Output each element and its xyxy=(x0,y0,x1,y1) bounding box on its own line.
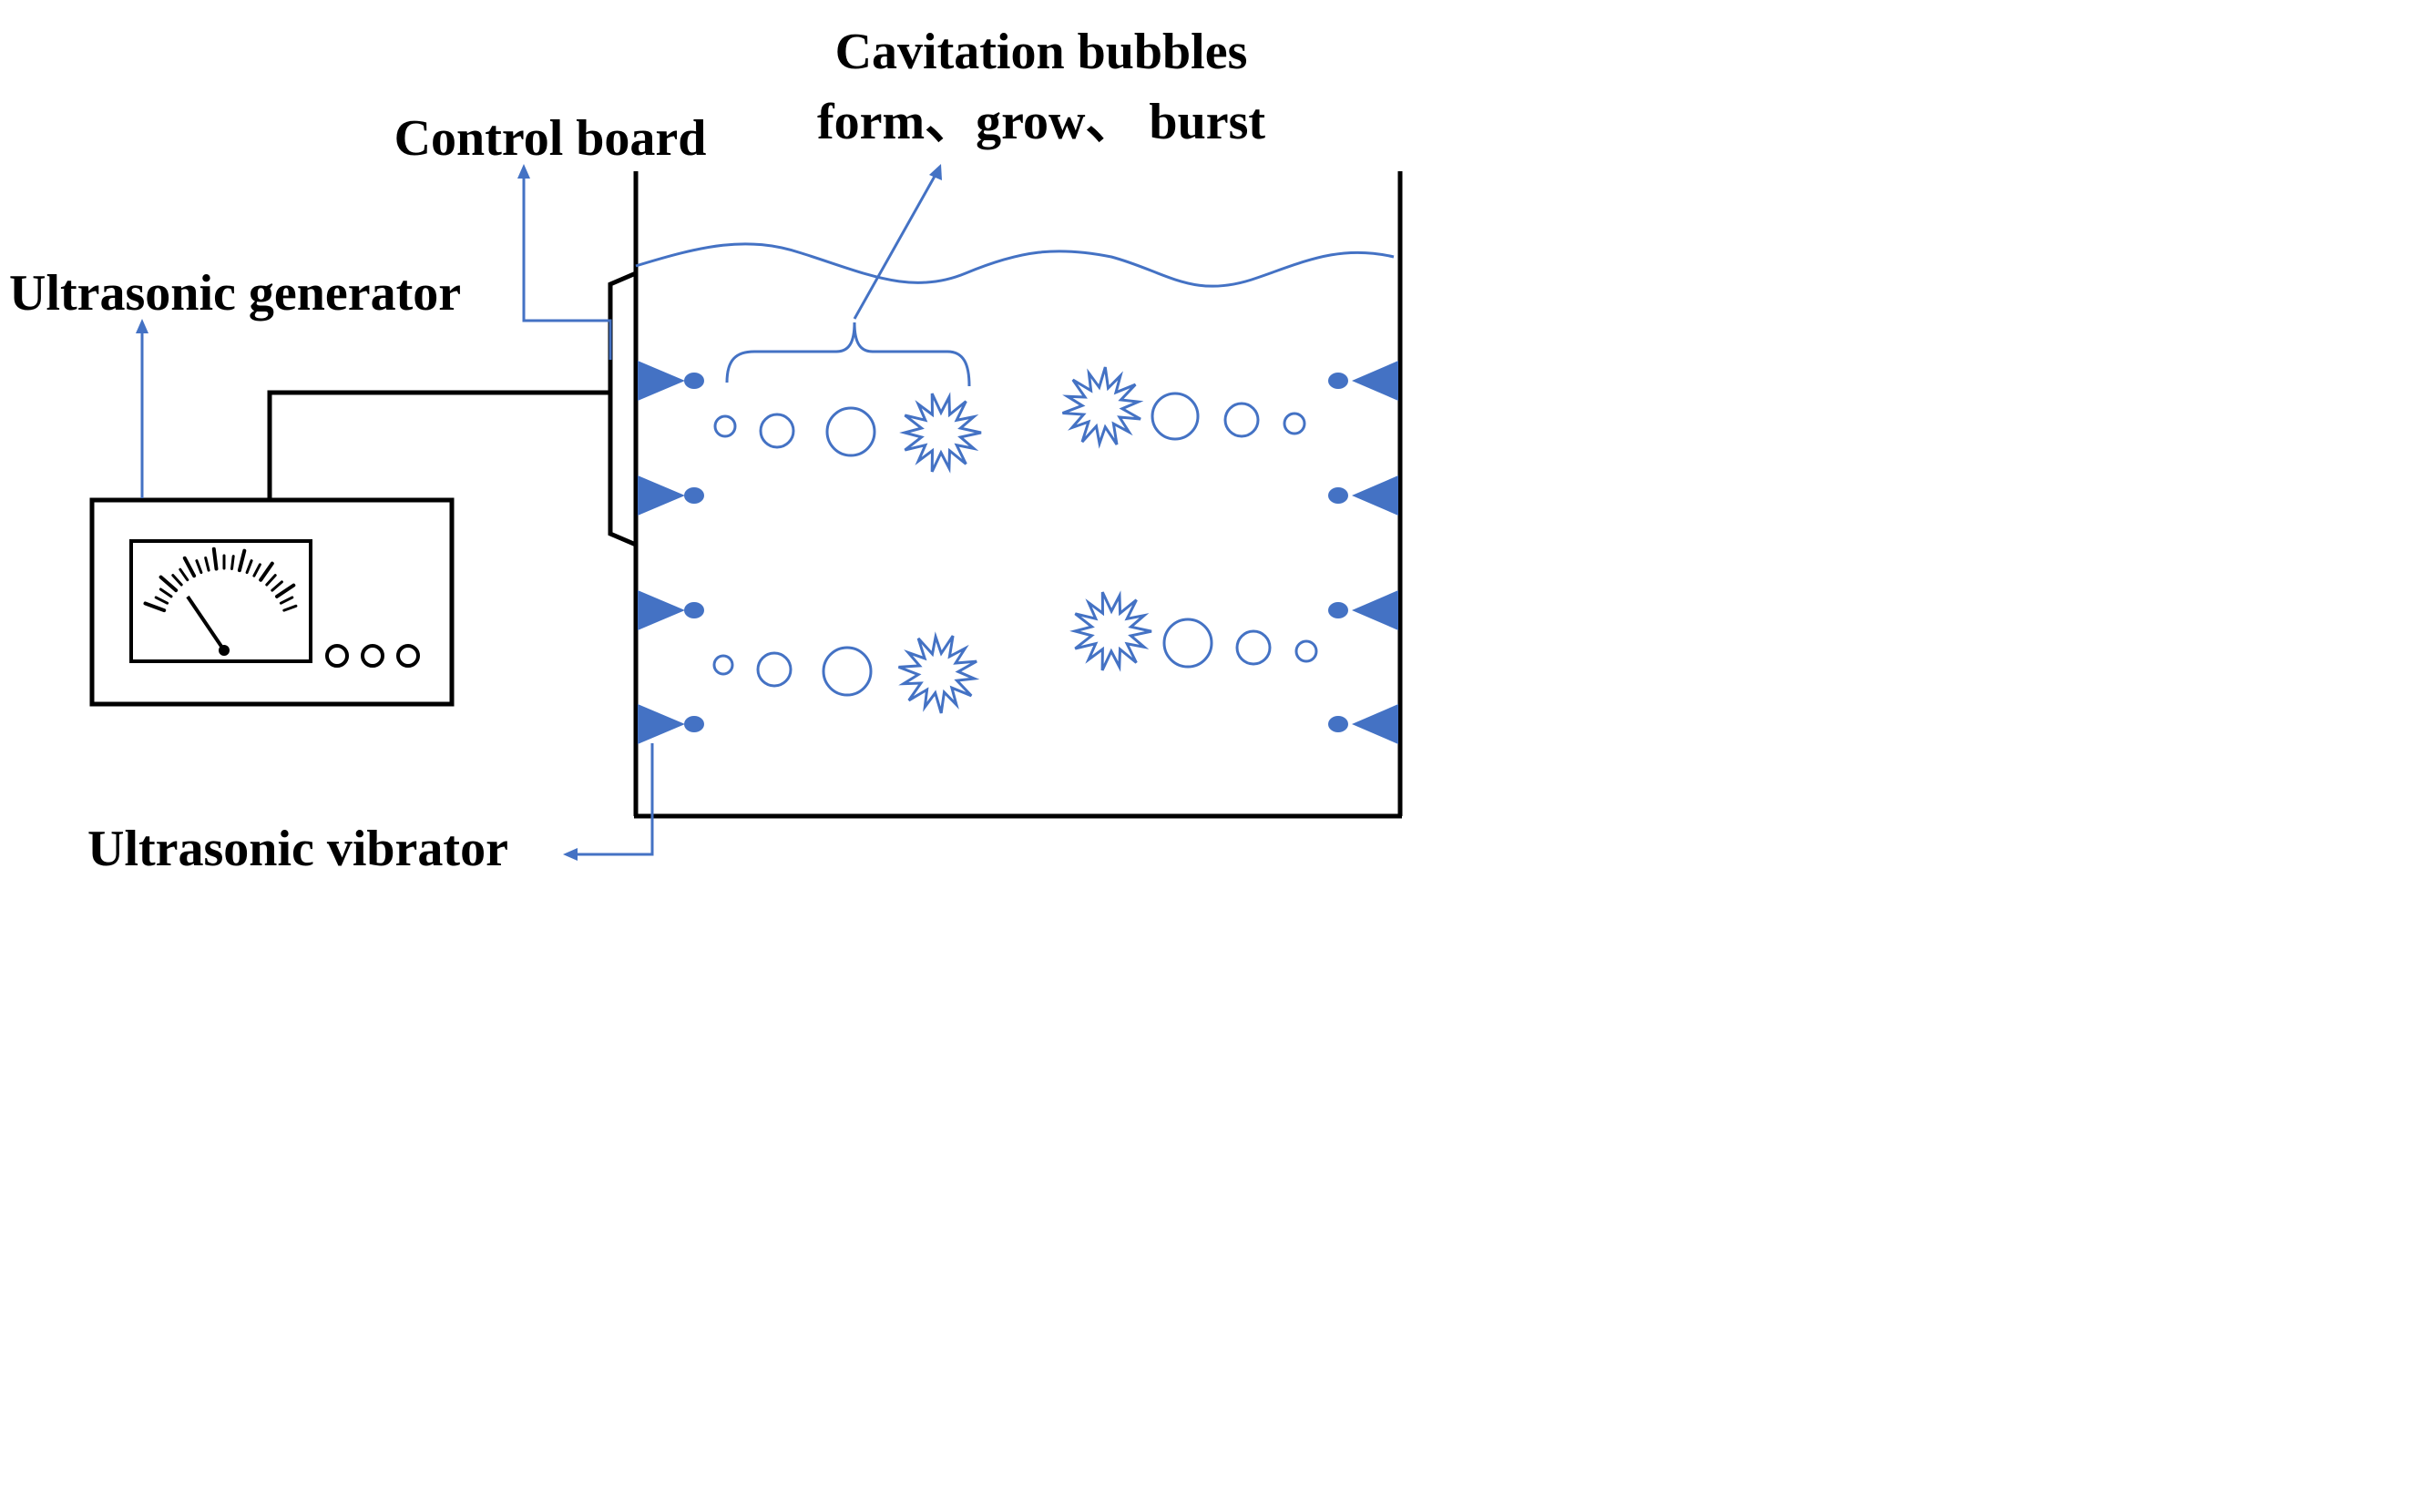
bubble-group xyxy=(712,392,1318,697)
generator-knob-1 xyxy=(325,644,349,668)
bubble-icon xyxy=(1162,618,1213,669)
bubble-icon xyxy=(825,406,876,457)
bubble-icon xyxy=(712,654,734,676)
burst-icon xyxy=(1069,590,1152,672)
meter-tick xyxy=(143,601,167,613)
meter-tick xyxy=(171,574,183,587)
ultrasonic-vibrator-label: Ultrasonic vibrator xyxy=(87,821,508,877)
control-board xyxy=(608,270,639,548)
meter-tick xyxy=(211,547,219,571)
meter-tick xyxy=(154,596,169,605)
vibrator-icon xyxy=(1328,361,1398,401)
control-board-arrowhead xyxy=(517,164,530,179)
cavitation-arrowhead xyxy=(929,164,942,180)
vibrator-icon xyxy=(1328,475,1398,516)
meter-tick xyxy=(245,559,253,575)
control-board-label: Control board xyxy=(394,110,707,167)
vibrator-group xyxy=(638,361,1398,744)
meter-tick xyxy=(182,556,197,578)
meter-tick xyxy=(159,587,173,598)
cavitation-leader-line xyxy=(853,172,938,320)
water-surface xyxy=(635,242,1395,288)
vibrator-leader-line xyxy=(572,743,654,856)
diagram-canvas: Cavitation bubbles form、grow、 burst Cont… xyxy=(9,24,1403,877)
vibrator-icon xyxy=(1328,590,1398,630)
vibrator-icon xyxy=(638,704,704,744)
bubble-icon xyxy=(1294,639,1318,663)
meter-tick xyxy=(159,575,179,593)
ultrasonic-generator xyxy=(89,497,455,707)
generator-knob-2 xyxy=(361,644,384,668)
meter-tick xyxy=(237,548,247,573)
ultrasonic-cleaning-diagram: Cavitation bubbles form、grow、 burst Cont… xyxy=(0,0,1421,902)
bubble-icon xyxy=(1283,412,1306,435)
meter-tick xyxy=(275,583,296,598)
vibrator-icon xyxy=(638,475,704,516)
vibrator-icon xyxy=(638,361,704,401)
bubble-group-brace xyxy=(725,322,971,387)
control-board-leader-line xyxy=(522,176,612,360)
cavitation-label-line2: form、grow、 burst xyxy=(817,94,1265,150)
bubble-icon xyxy=(756,651,793,688)
generator-knob-3 xyxy=(396,644,420,668)
cavitation-label-line1: Cavitation bubbles xyxy=(835,24,1248,80)
analog-meter-icon xyxy=(129,539,312,663)
meter-tick xyxy=(204,557,210,572)
bubble-icon xyxy=(1235,629,1272,666)
meter-tick xyxy=(279,596,294,605)
meter-tick xyxy=(282,604,298,612)
bubble-icon xyxy=(713,414,737,438)
meter-tick xyxy=(230,555,235,570)
meter-tick xyxy=(179,567,189,582)
meter-tick xyxy=(252,563,261,577)
bubble-icon xyxy=(1223,402,1260,438)
burst-icon xyxy=(897,631,980,714)
bubble-icon xyxy=(759,413,795,449)
ultrasonic-generator-label: Ultrasonic generator xyxy=(9,265,461,322)
vibrator-icon xyxy=(638,590,704,630)
bubble-icon xyxy=(822,646,873,697)
meter-pivot xyxy=(219,645,230,656)
meter-needle xyxy=(186,595,226,652)
meter-tick xyxy=(271,580,283,592)
burst-icon xyxy=(1061,366,1144,449)
generator-cable xyxy=(267,390,610,500)
bubble-icon xyxy=(1151,392,1200,441)
burst-group xyxy=(897,366,1152,714)
meter-tick xyxy=(259,561,274,582)
burst-icon xyxy=(899,392,982,474)
meter-tick xyxy=(265,574,277,587)
generator-arrowhead xyxy=(136,319,148,333)
meter-tick xyxy=(195,559,203,575)
vibrator-arrowhead xyxy=(563,848,578,861)
vibrator-icon xyxy=(1328,704,1398,744)
